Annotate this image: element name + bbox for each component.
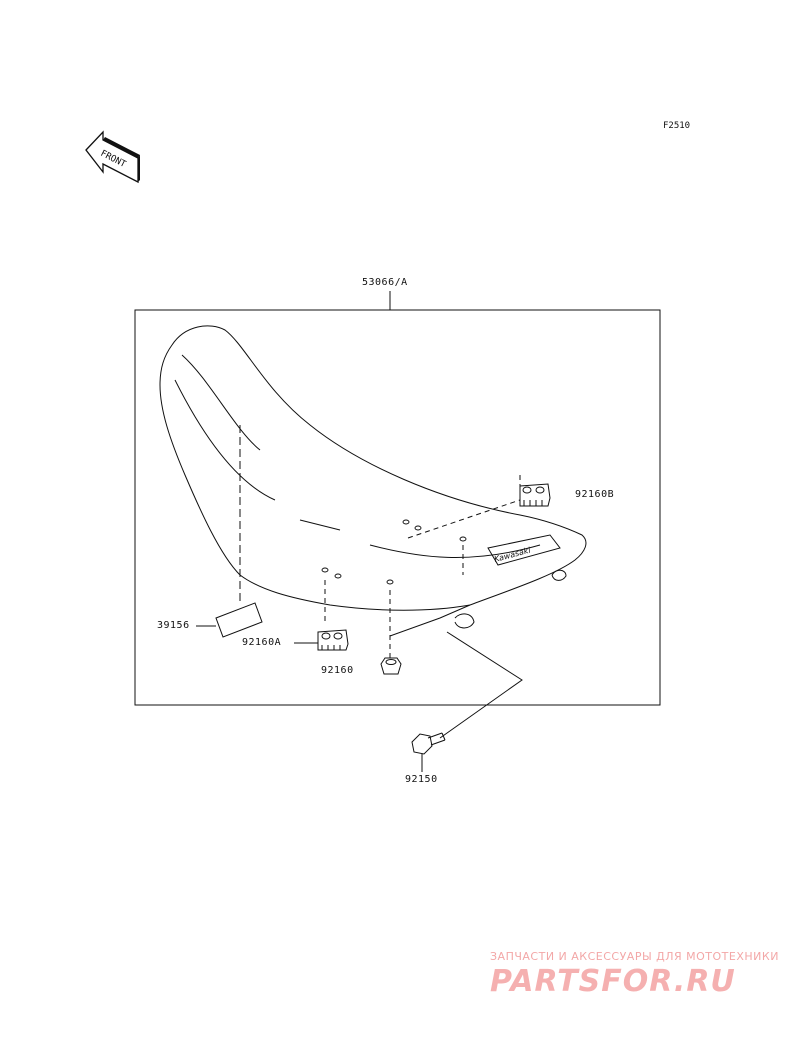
mounting-holes <box>321 519 467 585</box>
damper-part <box>380 657 402 675</box>
watermark-caption: ЗАПЧАСТИ И АКСЕССУАРЫ ДЛЯ МОТОТЕХНИКИ <box>490 950 779 963</box>
label-bracket-b: 92160B <box>575 489 615 500</box>
assembly-frame <box>134 309 661 706</box>
label-tape: 39156 <box>157 620 190 631</box>
label-bracket-a: 92160A <box>242 637 282 648</box>
label-damper: 92160 <box>321 665 354 676</box>
assembly-guide-lines <box>239 425 521 660</box>
bracket-b-part <box>519 483 551 507</box>
bolt-part <box>411 732 446 772</box>
label-bolt: 92150 <box>405 774 438 785</box>
bracket-a-part <box>294 629 349 651</box>
label-seat-assy: 53066/A <box>362 277 408 288</box>
figure-id: F2510 <box>663 121 691 131</box>
seat-drawing: Kawasaki <box>159 325 587 637</box>
tape-part <box>196 602 263 638</box>
watermark-logo: PARTSFOR.RU <box>490 964 736 999</box>
front-arrow-icon: FRONT <box>85 130 140 184</box>
